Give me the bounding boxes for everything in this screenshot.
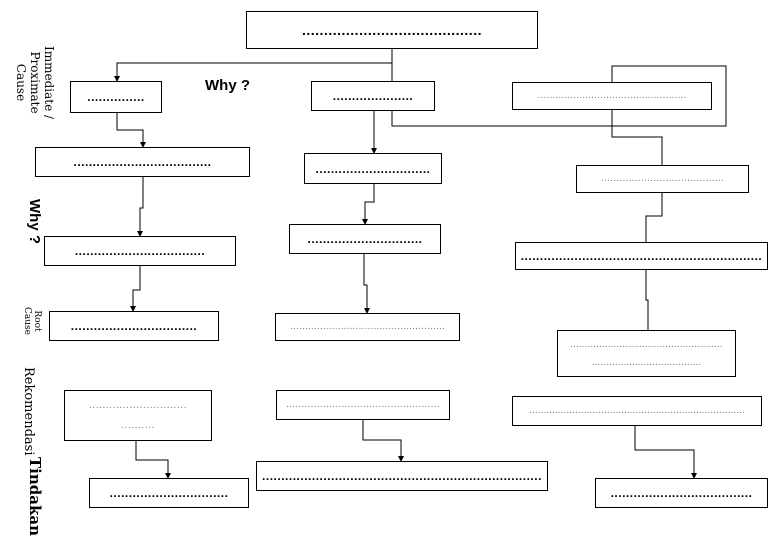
- connector-col3-r2-r3: [645, 192, 663, 242]
- col2-immediate-cause-text: .....................: [332, 90, 414, 102]
- col1-action-box: ...............................: [89, 478, 249, 508]
- col3-why-2-text: ........................................: [600, 174, 725, 184]
- col2-immediate-cause-box: .....................: [311, 81, 435, 111]
- root-cause-label-line2: Cause: [22, 307, 32, 335]
- connector-col1-r1-r2: [116, 112, 146, 148]
- col2-recommendation-box: ........................................…: [276, 390, 450, 420]
- col1-recommendation-box: ............................. ..........: [64, 390, 212, 441]
- col2-action-box: ........................................…: [256, 461, 548, 491]
- col1-why-2-text: ....................................: [73, 156, 212, 168]
- immediate-cause-label-line2: Proximate: [28, 51, 42, 114]
- col1-root-cause-box: .................................: [49, 311, 219, 341]
- problem-box-text: ........................................…: [302, 23, 482, 37]
- col3-root-cause-text-line1: ........................................…: [570, 339, 723, 350]
- why-top-label: Why ?: [205, 77, 250, 94]
- col2-recommendation-text: ........................................…: [286, 400, 440, 410]
- problem-box: ........................................…: [246, 11, 538, 49]
- col3-immediate-cause-text: ........................................…: [537, 91, 687, 101]
- col3-root-cause-text-line2: ......................................: [591, 357, 702, 368]
- connector-top-to-col1: [114, 48, 393, 82]
- root-cause-label: Root Cause: [22, 307, 42, 335]
- connector-col3-r1-r2: [611, 109, 663, 165]
- col1-recommendation-text-line2: ..........: [121, 420, 155, 431]
- col1-action-text: ...............................: [109, 487, 229, 499]
- tindakan-label: Tindakan: [26, 457, 44, 536]
- col1-why-3-text: ..................................: [74, 245, 206, 257]
- col2-why-3-text: ..............................: [307, 233, 423, 245]
- col1-root-cause-text: .................................: [70, 320, 198, 332]
- col3-immediate-cause-box: ........................................…: [512, 82, 712, 110]
- col2-why-2-text: ..............................: [315, 162, 431, 175]
- col1-immediate-cause-text: ...............: [87, 91, 145, 103]
- connector-col3-rek-tin: [634, 425, 697, 479]
- connector-col1-r3-root: [130, 265, 141, 312]
- col1-recommendation-text-line1: .............................: [89, 400, 187, 411]
- connector-col2-r2-r3: [362, 184, 375, 225]
- immediate-cause-label: Immediate / Proximate Cause: [14, 46, 56, 119]
- col3-recommendation-box: ........................................…: [512, 396, 762, 426]
- col1-why-3-box: ..................................: [44, 236, 236, 266]
- connector-col1-rek-tin: [135, 440, 171, 479]
- col3-recommendation-text: ........................................…: [529, 406, 745, 416]
- immediate-cause-label-line3: Cause: [14, 63, 28, 102]
- col3-why-2-box: ........................................: [576, 165, 749, 193]
- col3-action-text: .....................................: [610, 487, 753, 499]
- why-side-label: Why ?: [26, 199, 43, 244]
- col3-root-cause-box: ........................................…: [557, 330, 736, 377]
- connector-col2-r3-root: [363, 254, 370, 314]
- col1-immediate-cause-box: ...............: [70, 81, 162, 113]
- col2-why-2-box: ..............................: [304, 153, 442, 184]
- col2-root-cause-box: ........................................…: [275, 313, 460, 341]
- col3-why-3-box: ........................................…: [515, 242, 768, 270]
- col1-why-2-box: ....................................: [35, 147, 250, 177]
- connector-top-to-col3: [391, 63, 727, 127]
- col3-action-box: .....................................: [595, 478, 768, 508]
- col2-root-cause-text: ........................................…: [290, 322, 445, 332]
- col3-why-3-text: ........................................…: [520, 250, 763, 262]
- connector-col2-rek-tin: [362, 419, 404, 462]
- connector-col3-r3-root: [645, 270, 649, 330]
- immediate-cause-label-line1: Immediate /: [42, 46, 56, 120]
- root-cause-label-line1: Root: [32, 310, 42, 332]
- connector-col1-r2-r3: [137, 177, 144, 237]
- col2-action-text: ........................................…: [262, 470, 542, 482]
- rekomendasi-label: Rekomendasi: [21, 367, 36, 456]
- col2-why-3-box: ..............................: [289, 224, 441, 254]
